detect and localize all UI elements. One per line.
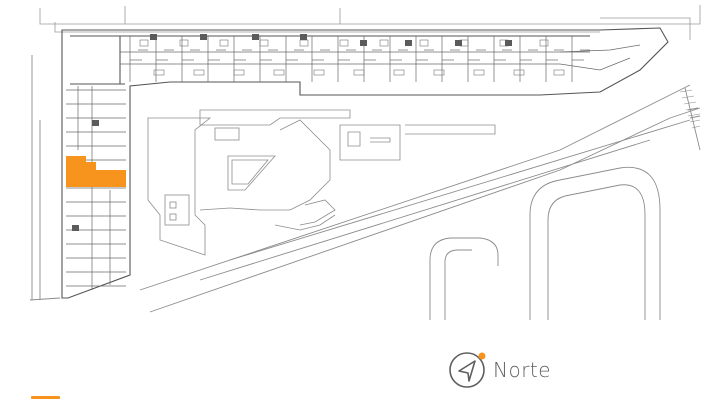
road-hatch [679,89,701,129]
north-indicator: Norte [447,350,551,390]
left-wing-partitions [66,86,126,290]
core-blocks [72,34,512,231]
north-label: Norte [493,358,552,382]
roads [29,55,701,320]
unit-fixtures [139,39,565,76]
legend-swatch [31,396,60,399]
room-partitions [120,36,641,82]
north-arrow-icon [449,352,486,388]
highlighted-unit [66,156,126,187]
street-outlines [39,5,701,40]
courtyard [147,109,496,256]
